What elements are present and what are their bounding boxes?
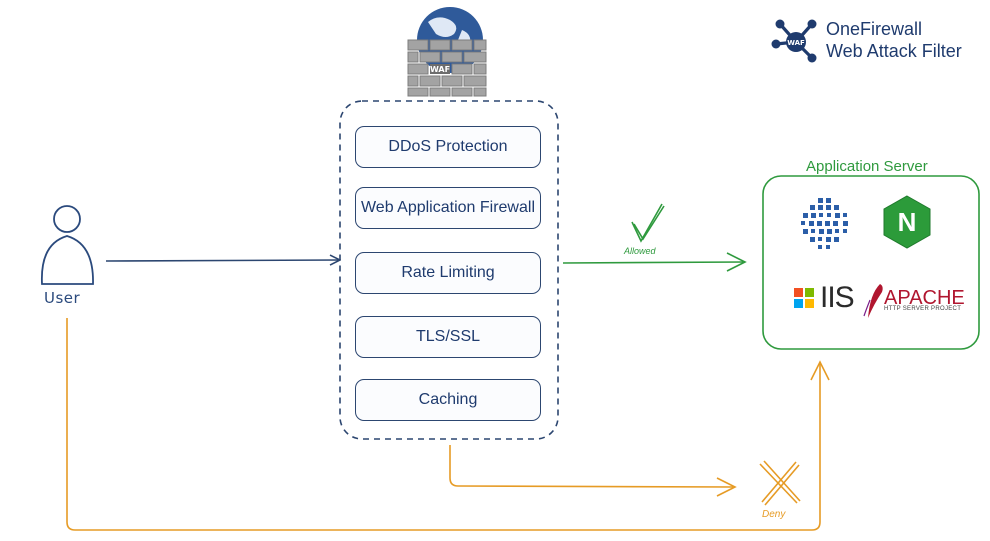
brand-logo: WAF OneFirewall Web Attack Filter bbox=[768, 14, 983, 74]
allowed-label: Allowed bbox=[624, 246, 656, 256]
allowed-arrow bbox=[562, 252, 747, 272]
waf-badge-text: WAF bbox=[430, 65, 450, 74]
nginx-logo-letter: N bbox=[898, 207, 917, 237]
feature-tls-ssl: TLS/SSL bbox=[355, 316, 541, 358]
user-label: User bbox=[44, 289, 81, 307]
request-arrow bbox=[105, 260, 340, 261]
user-icon bbox=[41, 205, 94, 285]
apache-feather-icon bbox=[863, 284, 883, 318]
dotted-sphere-icon bbox=[801, 198, 848, 249]
feature-caching: Caching bbox=[355, 379, 541, 421]
feature-web-application-firewall: Web Application Firewall bbox=[355, 187, 541, 229]
feature-rate-limiting: Rate Limiting bbox=[355, 252, 541, 294]
brand-line-2: Web Attack Filter bbox=[826, 41, 962, 61]
deny-arrow bbox=[449, 445, 737, 497]
user-to-server-arrow bbox=[66, 318, 830, 531]
deny-label: Deny bbox=[762, 509, 786, 520]
deny-x-icon bbox=[759, 460, 801, 506]
waf-wall-icon: WAF bbox=[407, 7, 487, 97]
brand-icon-badge: WAF bbox=[787, 39, 805, 47]
brand-name: OneFirewall Web Attack Filter bbox=[826, 18, 962, 62]
nginx-logo-icon: N bbox=[883, 195, 931, 249]
application-server-title: Application Server bbox=[806, 158, 928, 175]
firewall-features-container bbox=[339, 100, 559, 440]
application-server-box bbox=[762, 175, 980, 350]
network-hub-icon: WAF bbox=[771, 19, 817, 63]
apache-logo-text: APACHE bbox=[884, 287, 965, 309]
apache-logo-subtitle: HTTP SERVER PROJECT bbox=[884, 306, 962, 312]
brand-line-1: OneFirewall bbox=[826, 19, 923, 39]
check-icon bbox=[631, 203, 665, 243]
windows-logo-icon bbox=[794, 288, 814, 308]
feature-ddos-protection: DDoS Protection bbox=[355, 126, 541, 168]
iis-logo-text: IIS bbox=[820, 281, 855, 314]
